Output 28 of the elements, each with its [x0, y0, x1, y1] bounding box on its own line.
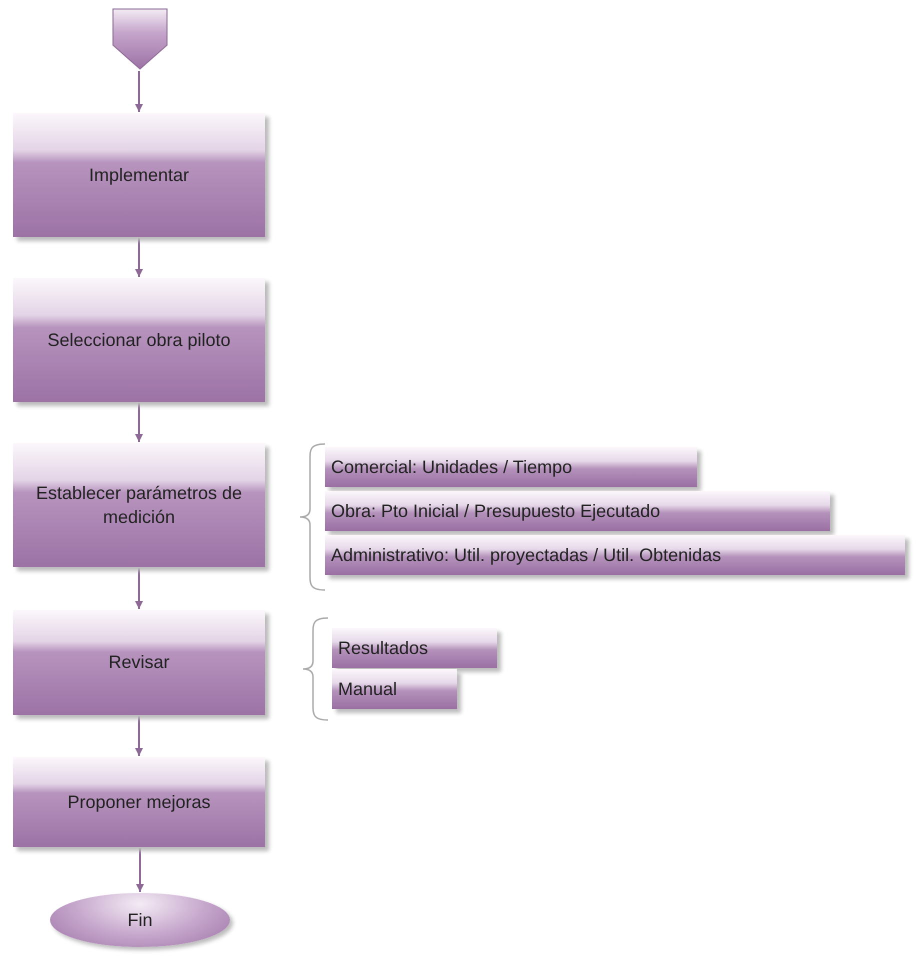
arrow	[135, 568, 143, 609]
node-label: Establecer parámetros de medición	[34, 482, 244, 529]
node-label: Implementar	[88, 164, 190, 187]
arrow	[135, 71, 143, 112]
node-label: Revisar	[108, 651, 170, 674]
category-bar	[325, 491, 830, 531]
node-label: Resultados	[338, 638, 428, 658]
process-box	[13, 610, 265, 715]
arrow	[136, 848, 144, 892]
arrow	[135, 716, 143, 756]
category-bar	[332, 669, 457, 709]
category-bar	[332, 628, 497, 668]
process-box	[13, 278, 265, 402]
process-box	[13, 113, 265, 237]
arrow	[135, 403, 143, 442]
node-label: Seleccionar obra piloto	[47, 328, 231, 352]
node-label: Manual	[338, 678, 398, 700]
category-bar	[325, 447, 697, 487]
off-page-connector	[112, 8, 168, 70]
node-label: Fin	[127, 910, 152, 930]
process-box	[13, 757, 265, 847]
arrow	[135, 238, 143, 277]
node-label: Proponer mejoras	[67, 790, 211, 814]
node-label: Obra: Pto Inicial / Presupuesto Ejecutado	[331, 500, 660, 522]
category-bar	[325, 535, 905, 575]
node-label: Comercial: Unidades / Tiempo	[331, 456, 572, 478]
node-label: Administrativo: Util. proyectadas / Util. Obtenidas	[331, 544, 722, 566]
process-box	[13, 443, 265, 567]
